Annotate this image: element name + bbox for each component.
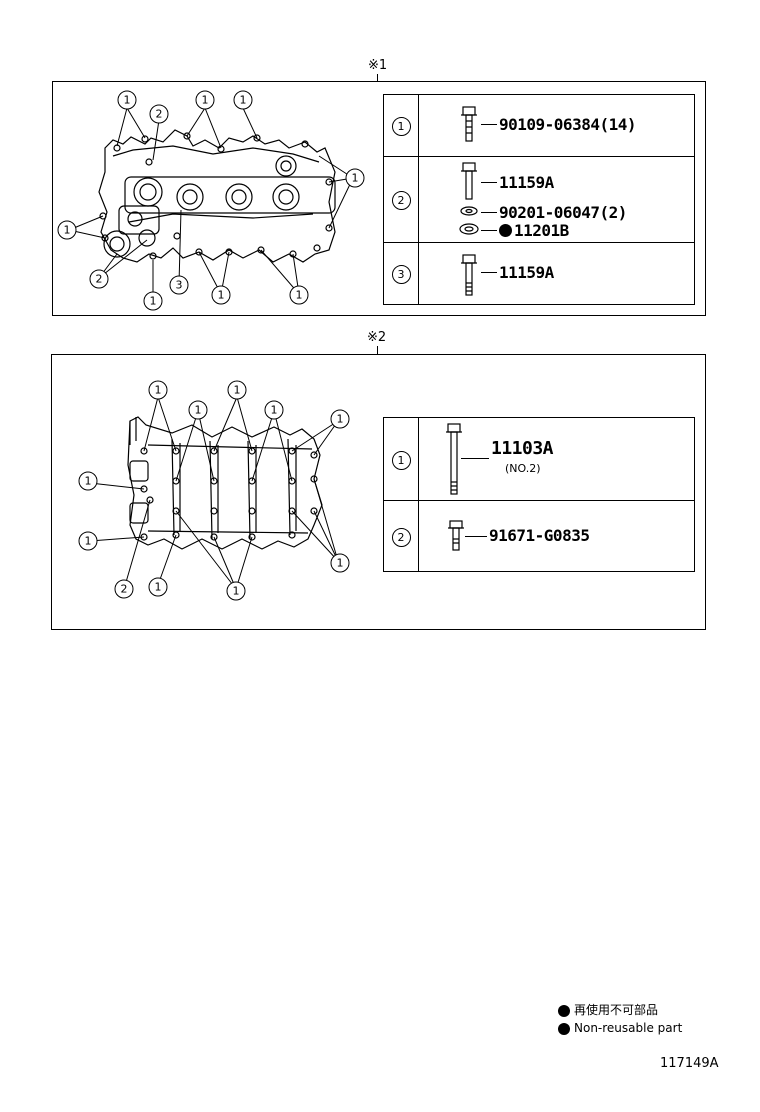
p2-callout: 1 <box>155 384 162 397</box>
bolt-icon <box>448 520 464 551</box>
panel2-mark: ※2 <box>367 330 387 345</box>
panel1-upper-case-drawing: 1 2 1 1 1 1 2 1 3 1 1 <box>57 90 365 311</box>
panel1: 1 2 1 1 1 1 2 1 3 1 1 1 90109-06384(14) … <box>52 81 706 316</box>
long-bolt-icon <box>446 423 462 495</box>
non-reusable-dot-icon <box>499 224 512 237</box>
legend-row: 1 11103A (NO.2) <box>383 417 695 501</box>
p1-callout: 3 <box>176 279 183 292</box>
p1-callout: 2 <box>96 273 103 286</box>
part-number: 11159A <box>499 173 554 192</box>
part-number: 11103A <box>491 438 554 459</box>
illustration-code: 117149A <box>660 1056 719 1071</box>
p1-callout: 1 <box>296 289 303 302</box>
non-reusable-note-jp: 再使用不可部品 <box>558 1001 658 1018</box>
legend-num: 1 <box>391 117 411 136</box>
bolt-icon <box>461 106 477 142</box>
part-number: 91671-G0835 <box>489 526 590 545</box>
part-sub-label: (NO.2) <box>505 462 541 475</box>
p2-callout: 2 <box>121 583 128 596</box>
panel2-legend: 1 11103A (NO.2) 2 91671-G0835 <box>383 417 695 572</box>
legend-row: 1 90109-06384(14) <box>383 94 695 157</box>
legend-num: 3 <box>391 265 411 284</box>
panel2: 1 1 1 1 1 1 1 2 1 1 1 1 11103A (NO.2) <box>51 354 706 630</box>
bolt-icon <box>461 254 477 296</box>
p1-callout: 2 <box>156 108 163 121</box>
legend-num: 2 <box>391 191 411 210</box>
p1-callout: 1 <box>352 172 359 185</box>
p1-callout: 1 <box>202 94 209 107</box>
p2-callout: 1 <box>195 404 202 417</box>
p2-callout: 1 <box>234 384 241 397</box>
p1-callout: 1 <box>124 94 131 107</box>
legend-row: 2 11159A 90201-06047(2) 11201B <box>383 156 695 243</box>
p2-callout: 1 <box>233 585 240 598</box>
washer-icon <box>459 206 479 235</box>
p1-callout: 1 <box>240 94 247 107</box>
bolt-icon <box>461 162 477 200</box>
panel2-mark-leader <box>377 346 378 355</box>
p2-callout: 1 <box>85 475 92 488</box>
part-number-non-reusable: 11201B <box>499 221 569 240</box>
p1-callout: 1 <box>150 295 157 308</box>
non-reusable-dot-icon <box>558 1022 570 1035</box>
legend-row: 3 11159A <box>383 242 695 305</box>
p2-callout: 1 <box>271 404 278 417</box>
p1-callout: 1 <box>64 224 71 237</box>
non-reusable-dot-icon <box>558 1004 570 1017</box>
p2-callout: 1 <box>337 413 344 426</box>
p2-callout: 1 <box>85 535 92 548</box>
panel1-mark-leader <box>377 74 378 82</box>
part-number: 90201-06047(2) <box>499 203 627 222</box>
p2-callout: 1 <box>155 581 162 594</box>
panel2-lower-case-drawing: 1 1 1 1 1 1 1 2 1 1 1 <box>78 380 350 601</box>
legend-num: 1 <box>391 450 411 470</box>
part-number: 11159A <box>499 263 554 282</box>
legend-row: 2 91671-G0835 <box>383 500 695 572</box>
part-number: 90109-06384(14) <box>499 115 637 134</box>
p1-callout: 1 <box>218 289 225 302</box>
panel1-legend: 1 90109-06384(14) 2 11159A <box>383 94 695 305</box>
panel1-mark: ※1 <box>368 58 388 73</box>
non-reusable-note-en: Non-reusable part <box>558 1021 682 1035</box>
legend-num: 2 <box>391 527 411 547</box>
p2-callout: 1 <box>337 557 344 570</box>
